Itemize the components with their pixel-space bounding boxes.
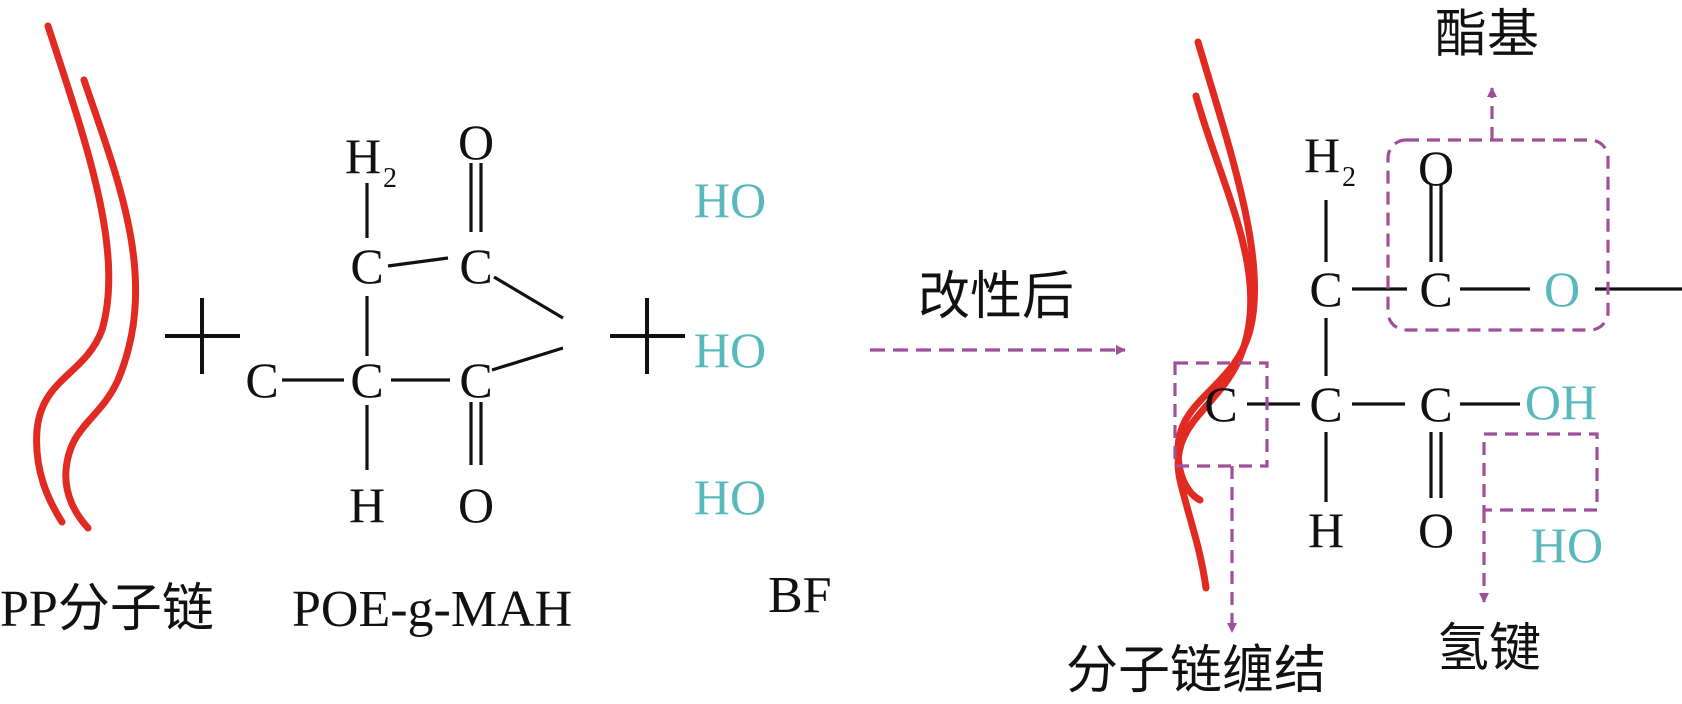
product-o-top: O: [1417, 140, 1455, 196]
plus-signs: [165, 298, 685, 374]
pp-chain-strands: [33, 22, 140, 532]
product-oh: OH: [1524, 374, 1598, 430]
plus-sign-1: [165, 298, 240, 374]
poe-h2-h: H: [344, 128, 382, 184]
bf-ho-2: HO: [693, 322, 767, 378]
poe-c-center: C: [350, 352, 384, 408]
callout-frames: [1173, 138, 1610, 512]
pp-chain-strand-1: [33, 22, 113, 526]
ester-group-label: 酯基: [1435, 7, 1540, 64]
poe-o-bottom: O: [457, 477, 495, 533]
poe-o-top: O: [457, 114, 495, 170]
product-h2-subscript: 2: [1342, 162, 1357, 193]
product-pp-chain-strands: [1174, 38, 1259, 592]
product-c-ch2: C: [1309, 261, 1343, 317]
product-h2-h: H: [1303, 127, 1341, 183]
product-c-left: C: [1204, 376, 1238, 432]
product-c-ester: C: [1419, 261, 1453, 317]
entanglement-callout-box: [1173, 361, 1269, 468]
modification-arrow-label: 改性后: [918, 269, 1075, 326]
hbond-callout-frame: [1482, 432, 1599, 512]
bf-ho-1: HO: [693, 172, 767, 228]
poe-c-carbonyl-top: C: [459, 238, 493, 294]
poe-c-carbonyl-bottom: C: [459, 352, 493, 408]
product-h2-label: H2: [1303, 127, 1356, 192]
pp-chain-strand-2: [62, 76, 140, 532]
hydrogen-bond-label: 氢键: [1437, 621, 1542, 678]
product-o-bottom: O: [1417, 502, 1455, 558]
bf-label: BF: [768, 567, 832, 624]
poe-bonds: [282, 163, 564, 470]
product-c-acid: C: [1419, 376, 1453, 432]
product-chain-strand-2: [1174, 92, 1255, 592]
plus-sign-2: [610, 298, 685, 374]
bf-ho-3: HO: [693, 469, 767, 525]
poe-g-mah-label: POE-g-MAH: [292, 581, 573, 638]
chain-entanglement-label: 分子链缠结: [1066, 643, 1327, 700]
poe-c-left: C: [245, 352, 279, 408]
pp-chain-label: PP分子链: [0, 581, 214, 638]
product-c-center: C: [1309, 376, 1343, 432]
ester-callout-box: [1386, 138, 1610, 332]
product-bonds: [1247, 185, 1682, 502]
product-ho: HO: [1530, 517, 1604, 573]
poe-h2-subscript: 2: [383, 163, 398, 194]
poe-h2-label: H2: [344, 128, 397, 193]
poe-c-ch2: C: [350, 238, 384, 294]
product-h-bottom: H: [1307, 502, 1345, 558]
product-o-ester: O: [1543, 261, 1581, 317]
poe-h-bottom: H: [348, 477, 386, 533]
callout-arrows: [1227, 87, 1497, 633]
